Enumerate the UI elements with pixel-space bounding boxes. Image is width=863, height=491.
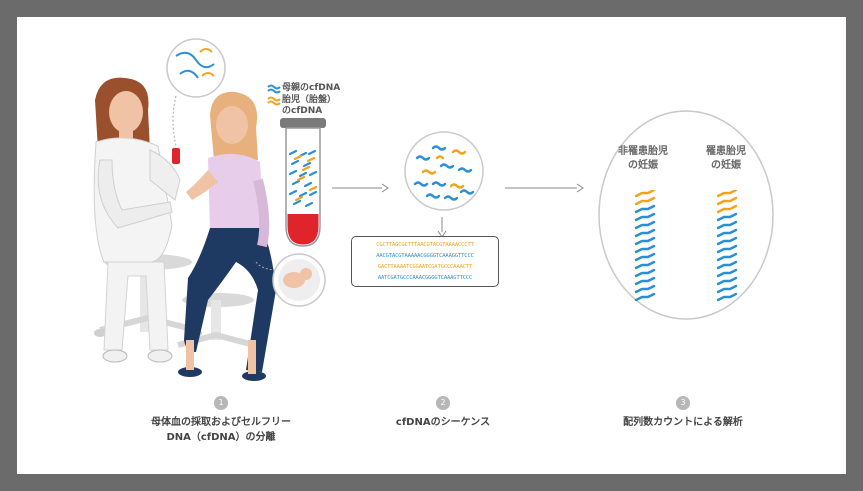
affected-pregnancy-label-line2: の妊娠 bbox=[711, 160, 741, 171]
maternal-dna-legend-label: 母親のcfDNA bbox=[282, 83, 341, 93]
unaffected-pregnancy-label-line1: 非罹患胎児 bbox=[618, 146, 668, 157]
fetal-dna-legend-label-line2: のcfDNA bbox=[282, 106, 323, 116]
step-3-number: 3 bbox=[676, 396, 690, 410]
test-tube bbox=[280, 118, 326, 247]
sequence-read: AACGTACGTAAAAACGGGGTCAAAGGTTCCC bbox=[376, 253, 474, 259]
arrow-tube-to-sequencing bbox=[332, 183, 389, 193]
step-1-label-line1: 母体血の採取およびセルフリー bbox=[151, 417, 291, 428]
tube-dna-fragments bbox=[288, 149, 318, 208]
step-1-label-line2: DNA（cfDNA）の分離 bbox=[166, 432, 276, 443]
patient-figure bbox=[178, 91, 276, 381]
sequence-read: AATCGATGCCCAAACGGGGTCAAAGTTCCC bbox=[377, 275, 473, 281]
affected-pregnancy-label-line1: 罹患胎児 bbox=[706, 146, 746, 157]
step-3-label: 配列数カウントによる解析 bbox=[623, 417, 743, 428]
sequence-read: GACTTAAAATCGGAATCGATGCCCAAACTT bbox=[377, 264, 473, 270]
read-count-analysis-circle bbox=[598, 110, 774, 320]
sequence-reads-box: CGCTTAGCGCTTTAACGTACGTAAAACCCTT AACGTACG… bbox=[351, 236, 499, 287]
sequence-read: CGCTTAGCGCTTTAACGTACGTAAAACCCTT bbox=[376, 242, 474, 248]
fetal-dna-legend-icon bbox=[267, 96, 281, 106]
unaffected-read-stack bbox=[634, 190, 656, 302]
step-1-number: 1 bbox=[214, 396, 228, 410]
arrow-sequencing-to-analysis bbox=[505, 183, 584, 193]
maternal-dna-legend-icon bbox=[267, 84, 281, 94]
cfdna-fragments-circle bbox=[404, 131, 484, 211]
fetus-inset bbox=[255, 253, 326, 307]
step-2-number: 2 bbox=[436, 396, 450, 410]
dna-magnifier-bubble bbox=[166, 38, 226, 147]
step-2-label: cfDNAのシーケンス bbox=[395, 417, 491, 428]
unaffected-pregnancy-label-line2: の妊娠 bbox=[628, 160, 658, 171]
doctor-figure bbox=[93, 77, 181, 363]
affected-read-stack bbox=[716, 190, 738, 302]
fetal-dna-legend-label-line1: 胎児（胎盤） bbox=[282, 95, 337, 105]
